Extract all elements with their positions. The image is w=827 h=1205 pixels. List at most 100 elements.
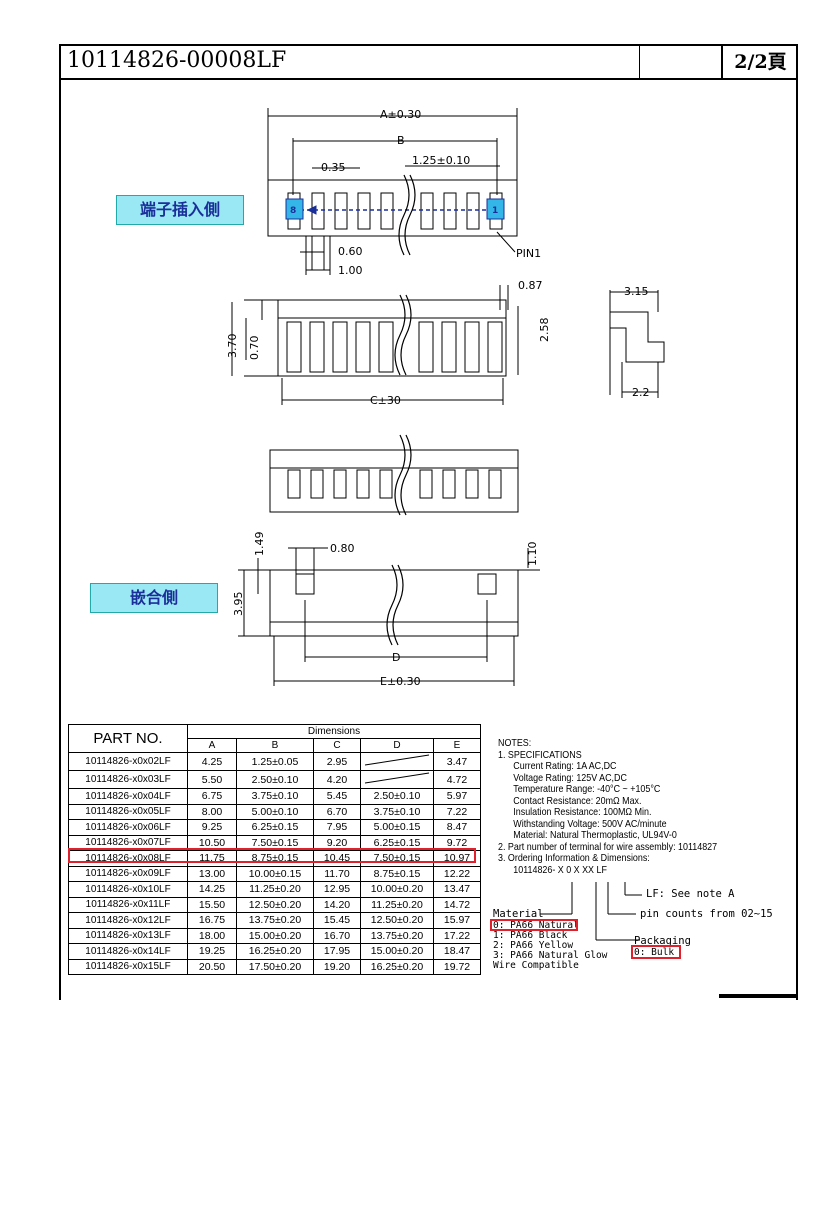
dimension-cell: 19.72 bbox=[433, 958, 481, 975]
side-view bbox=[609, 290, 665, 398]
dim-e: E±0.30 bbox=[380, 675, 421, 688]
drawing-sheet: 10114826-00008LF 2/2頁 bbox=[59, 44, 798, 1000]
connector-drawing: A±0.30 B 0.35 1.25±0.10 8 1 PIN1 0.60 1.… bbox=[226, 108, 665, 688]
front-view bbox=[231, 285, 519, 405]
dimension-cell: 20.50 bbox=[187, 958, 237, 975]
dimension-cell: 3.75±0.10 bbox=[236, 788, 314, 805]
pin8-marker bbox=[285, 198, 304, 220]
dimension-cell: 2.95 bbox=[313, 752, 361, 771]
dimension-cell: 12.22 bbox=[433, 865, 481, 882]
dim-0-35: 0.35 bbox=[321, 161, 346, 174]
dim-a: A±0.30 bbox=[380, 108, 421, 121]
dimension-cell: 13.75±0.20 bbox=[360, 927, 434, 944]
dim-3-95: 3.95 bbox=[232, 592, 245, 617]
dim-d: D bbox=[392, 651, 400, 664]
dimension-cell: 9.20 bbox=[313, 834, 361, 851]
part-no-header: PART NO. bbox=[68, 724, 188, 753]
dimension-cell: 13.47 bbox=[433, 881, 481, 898]
dimension-cell: 11.25±0.20 bbox=[360, 896, 434, 913]
dimension-cell: 15.00±0.20 bbox=[236, 927, 314, 944]
dimension-cell: 5.45 bbox=[313, 788, 361, 805]
dim-0-70: 0.70 bbox=[248, 336, 261, 361]
dimension-cell: 14.25 bbox=[187, 881, 237, 898]
material-spec: Material: Natural Thermoplastic, UL94V-0 bbox=[513, 829, 677, 841]
packaging-heading: Packaging bbox=[634, 935, 691, 947]
voltage-rating: Voltage Rating: 125V AC,DC bbox=[513, 771, 627, 784]
dim-1-10: 1.10 bbox=[526, 542, 539, 567]
not-applicable-slash bbox=[364, 754, 430, 766]
dimension-cell: 4.25 bbox=[187, 752, 237, 771]
notes-block: NOTES: 1. SPECIFICATIONS Current Rating:… bbox=[498, 737, 717, 876]
lf-note: LF: See note A bbox=[646, 888, 735, 900]
bottom-view bbox=[269, 434, 519, 516]
dim-3-70: 3.70 bbox=[226, 334, 239, 359]
material-option-3: 3: PA66 Natural Glow bbox=[493, 950, 608, 961]
pin8-label: 8 bbox=[290, 206, 296, 216]
dimensions-table: PART NO. Dimensions A B C D E 10114826-x… bbox=[68, 724, 481, 975]
wire-compatible: Wire Compatible bbox=[493, 960, 579, 971]
withstanding-voltage: Withstanding Voltage: 500V AC/minute bbox=[513, 817, 667, 830]
part-number-title: 10114826-00008LF bbox=[67, 48, 287, 73]
material-option-0: 0: PA66 Natural bbox=[493, 920, 579, 931]
dimension-cell: 19.20 bbox=[313, 958, 361, 975]
dimension-cell: 9.25 bbox=[187, 819, 237, 836]
dim-0-80: 0.80 bbox=[330, 542, 355, 555]
material-highlight bbox=[490, 919, 578, 931]
dimension-cell: 12.95 bbox=[313, 881, 361, 898]
dimension-cell: 16.25±0.20 bbox=[236, 943, 314, 960]
dimension-cell: 3.75±0.10 bbox=[360, 803, 434, 820]
dim-b: B bbox=[397, 134, 405, 147]
dim-pitch: 1.25±0.10 bbox=[412, 154, 470, 167]
dimension-cell: 17.22 bbox=[433, 927, 481, 944]
dimension-cell: 3.47 bbox=[433, 752, 481, 771]
insulation-resistance: Insulation Resistance: 100MΩ Min. bbox=[513, 806, 652, 818]
dimension-cell: 2.50±0.10 bbox=[360, 788, 434, 805]
dim-0-60: 0.60 bbox=[338, 245, 363, 258]
mating-view bbox=[238, 547, 540, 686]
note-3: 3. Ordering Information & Dimensions: bbox=[498, 852, 650, 864]
dimension-cell: 18.47 bbox=[433, 943, 481, 960]
dim-3-15: 3.15 bbox=[624, 285, 649, 298]
dimension-cell: 15.45 bbox=[313, 912, 361, 929]
dim-1-00: 1.00 bbox=[338, 264, 363, 277]
ordering-code: 10114826- X 0 X XX LF bbox=[513, 863, 607, 876]
dimension-cell bbox=[360, 770, 434, 789]
dimension-cell: 10.00±0.20 bbox=[360, 881, 434, 898]
dimension-cell: 5.50 bbox=[187, 770, 237, 789]
bottom-view-contacts bbox=[287, 469, 502, 499]
dimension-cell: 11.70 bbox=[313, 865, 361, 882]
highlighted-row-box bbox=[68, 848, 476, 863]
dimension-cell: 5.97 bbox=[433, 788, 481, 805]
packaging-highlight bbox=[631, 945, 681, 959]
pin1-label: PIN1 bbox=[516, 247, 541, 260]
dimension-cell: 17.95 bbox=[313, 943, 361, 960]
dimension-cell: 4.72 bbox=[433, 770, 481, 789]
mating-side-label: 嵌合側 bbox=[90, 583, 218, 613]
packaging-option-0: 0: Bulk bbox=[634, 947, 675, 958]
pin1-number: 1 bbox=[492, 206, 498, 216]
dim-2-58: 2.58 bbox=[538, 318, 551, 343]
dimension-cell: 17.50±0.20 bbox=[236, 958, 314, 975]
temperature-range: Temperature Range: -40°C ~ +105°C bbox=[513, 783, 661, 795]
title-blank-cell bbox=[639, 46, 720, 78]
dim-1-49: 1.49 bbox=[253, 532, 266, 557]
dimension-cell: 12.50±0.20 bbox=[360, 912, 434, 929]
front-view-contacts bbox=[286, 321, 503, 373]
title-bar: 10114826-00008LF 2/2頁 bbox=[61, 46, 796, 80]
insertion-side-label: 端子插入側 bbox=[116, 195, 244, 225]
pin-counts-note: pin counts from 02~15 bbox=[640, 908, 773, 920]
page-number: 2/2頁 bbox=[721, 46, 798, 78]
material-options: 0: PA66 Natural 1: PA66 Black 2: PA66 Ye… bbox=[493, 921, 607, 971]
material-option-1: 1: PA66 Black bbox=[493, 930, 568, 941]
